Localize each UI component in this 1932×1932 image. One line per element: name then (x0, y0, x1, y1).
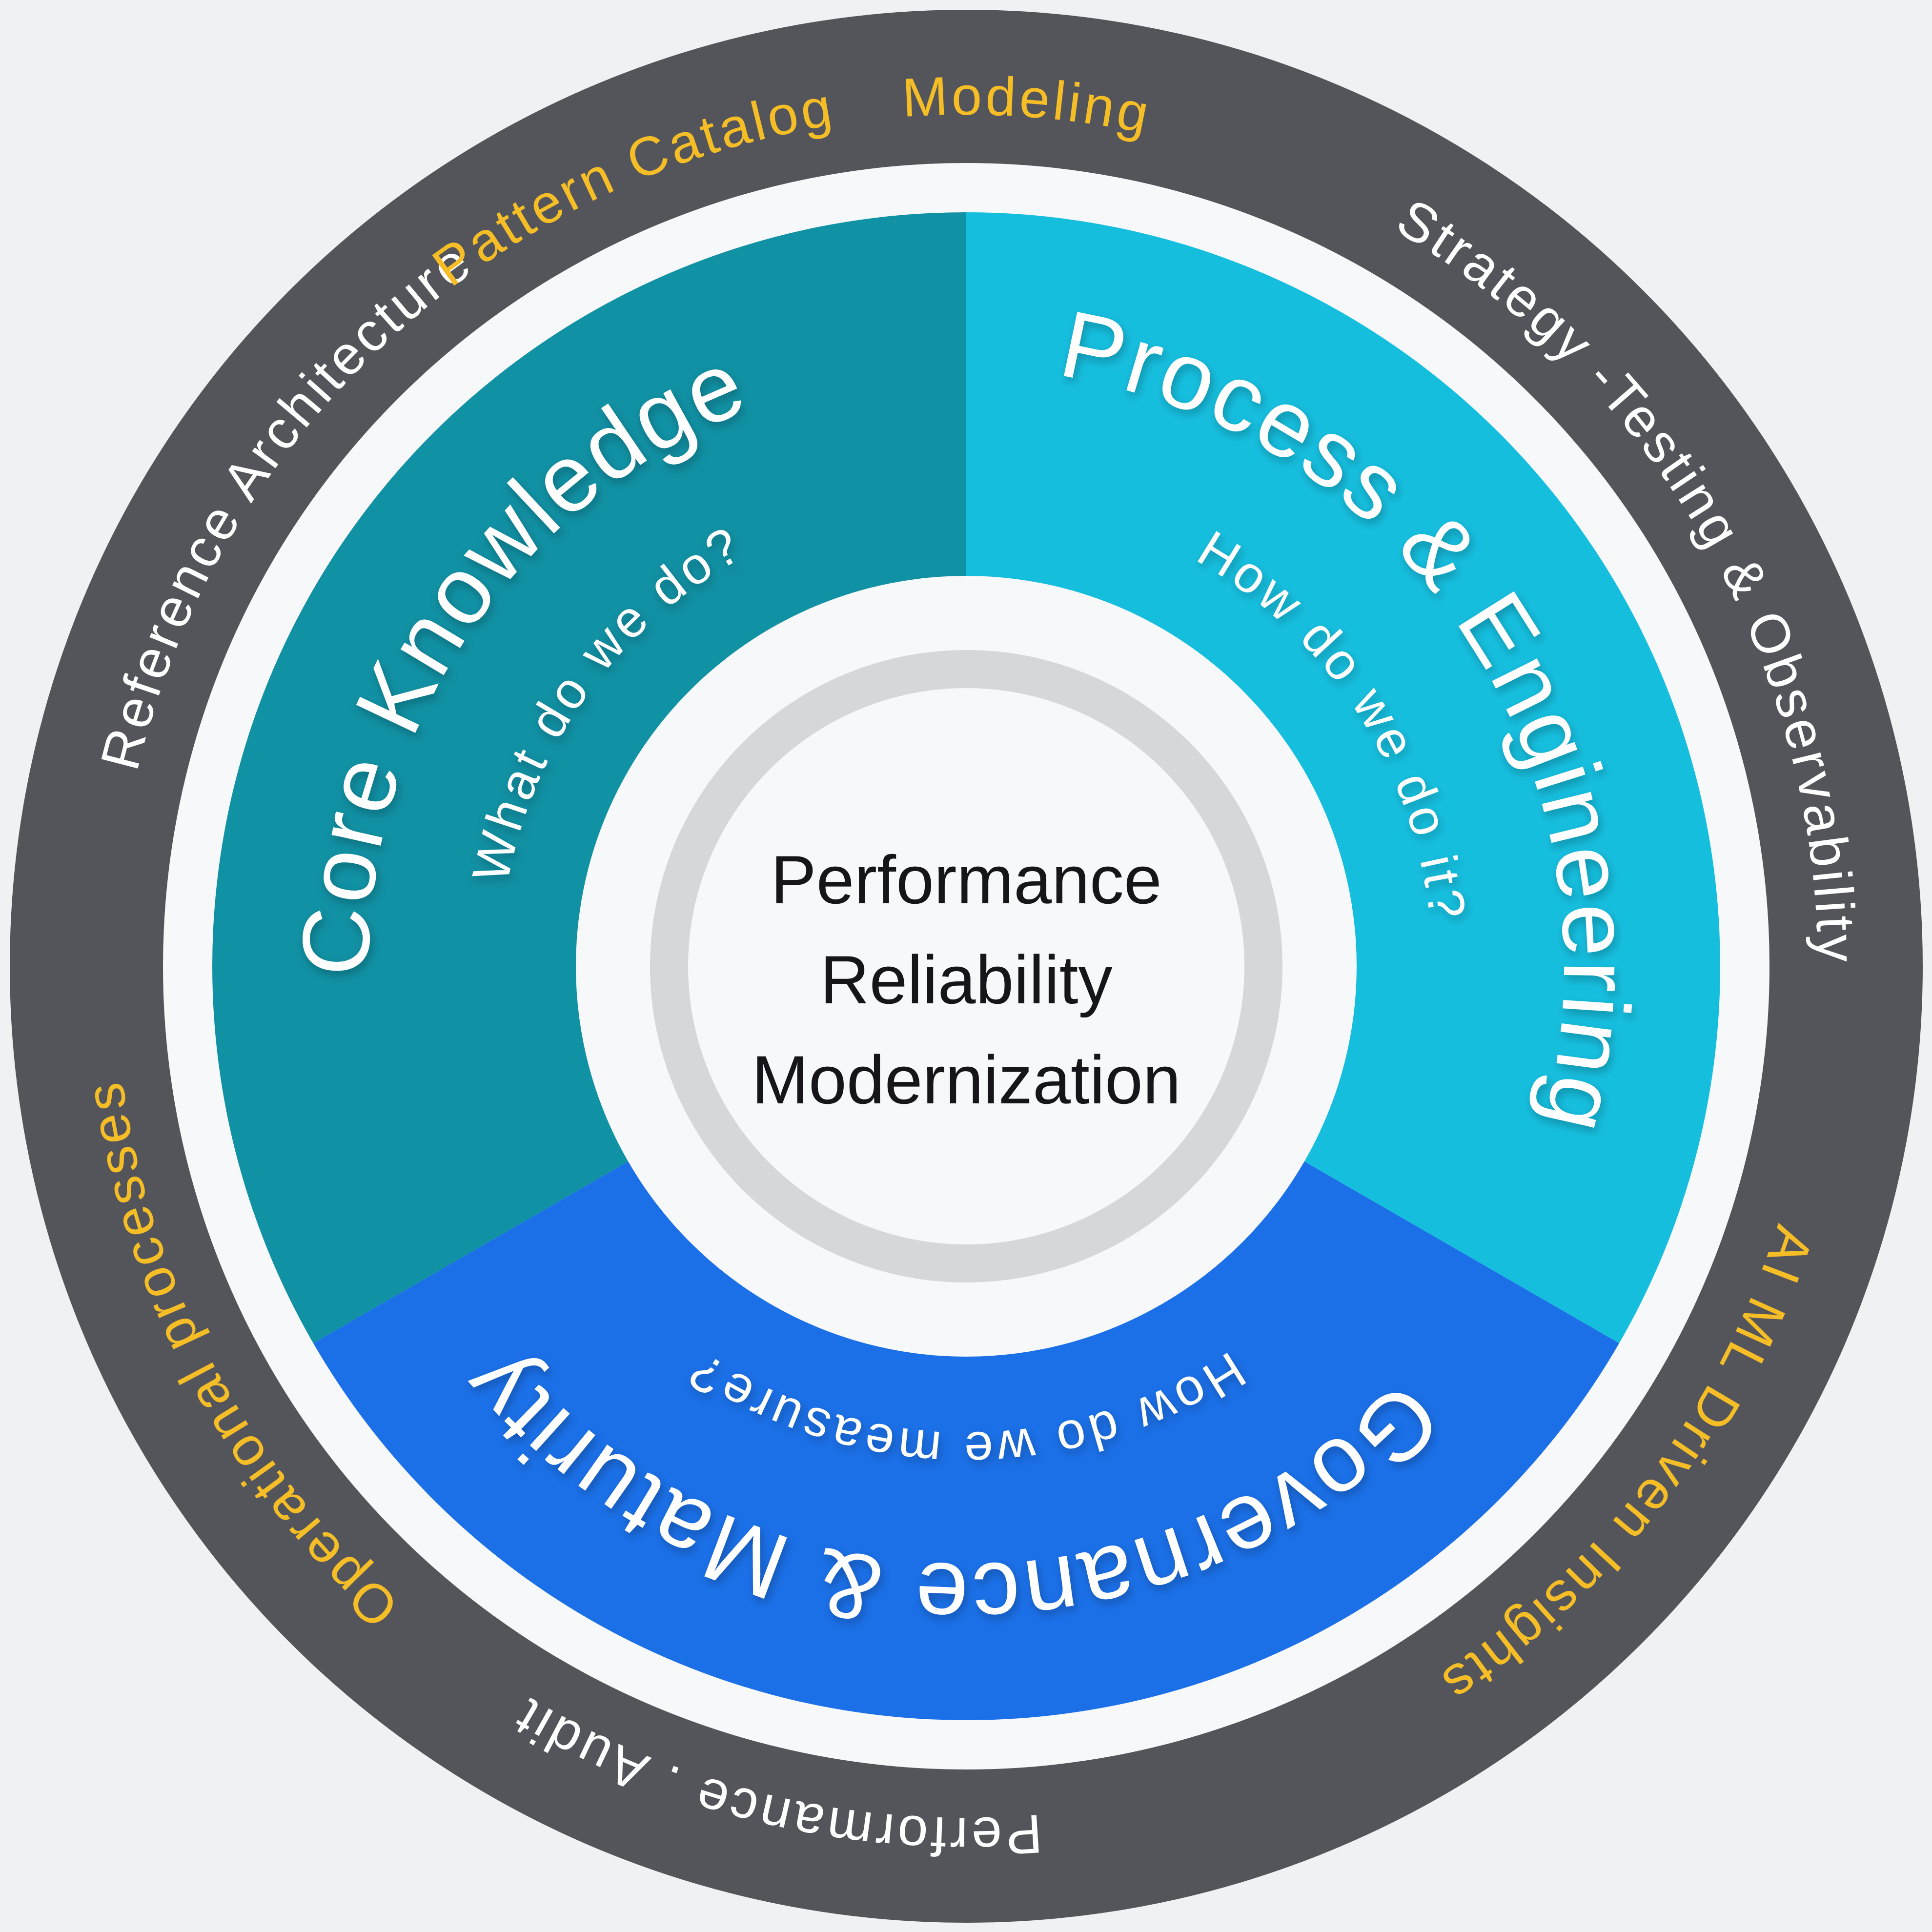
center-text-group: Performance Reliability Modernization (752, 841, 1180, 1118)
center-line-modernization: Modernization (752, 1041, 1180, 1118)
center-line-performance: Performance (771, 841, 1161, 918)
segment-governance-maturity (313, 1161, 1619, 1720)
segment-process-engineering (966, 212, 1720, 1343)
center-ring (650, 650, 1282, 1282)
center-line-reliability: Reliability (820, 941, 1112, 1018)
segment-core-knowledge (212, 212, 966, 1343)
outer-dark-ring (10, 10, 1923, 1923)
